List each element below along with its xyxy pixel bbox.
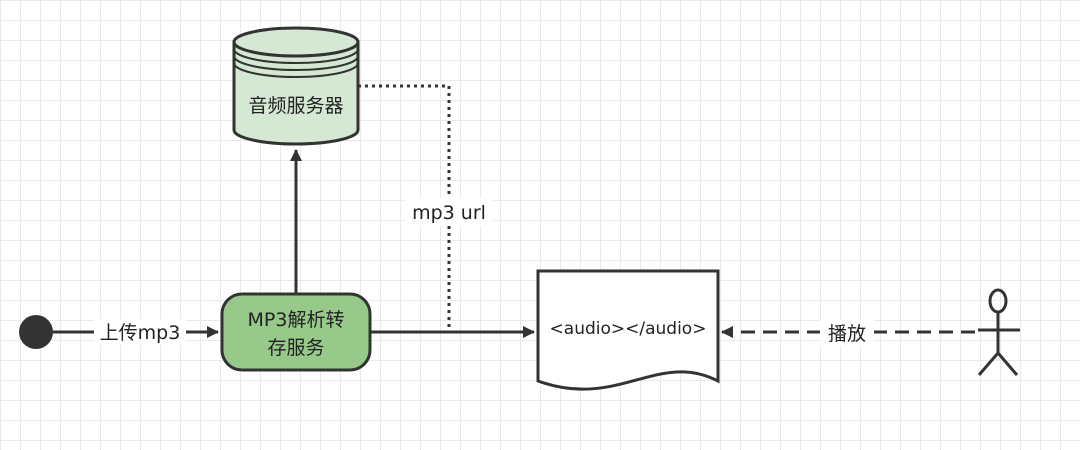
play-label-bg [820, 320, 874, 346]
audio-server-label: 音频服务器 [248, 95, 343, 117]
actor-stick-figure-icon[interactable] [977, 288, 1020, 376]
audio-document-label: <audio></audio> [550, 319, 707, 339]
audio-server-node[interactable] [232, 26, 360, 146]
start-node-icon [19, 315, 53, 349]
play-label: 播放 [828, 323, 866, 345]
audio-document-node[interactable] [536, 269, 720, 391]
url-label: mp3 url [412, 202, 486, 224]
mp3-service-label-line2: 存服务 [267, 337, 324, 359]
mp3-service-label-line1: MP3解析转 [248, 309, 345, 331]
upload-label-bg [94, 319, 186, 345]
url-dotted-edge [358, 84, 451, 332]
url-label-bg [405, 198, 493, 226]
upload-label: 上传mp3 [100, 322, 181, 344]
